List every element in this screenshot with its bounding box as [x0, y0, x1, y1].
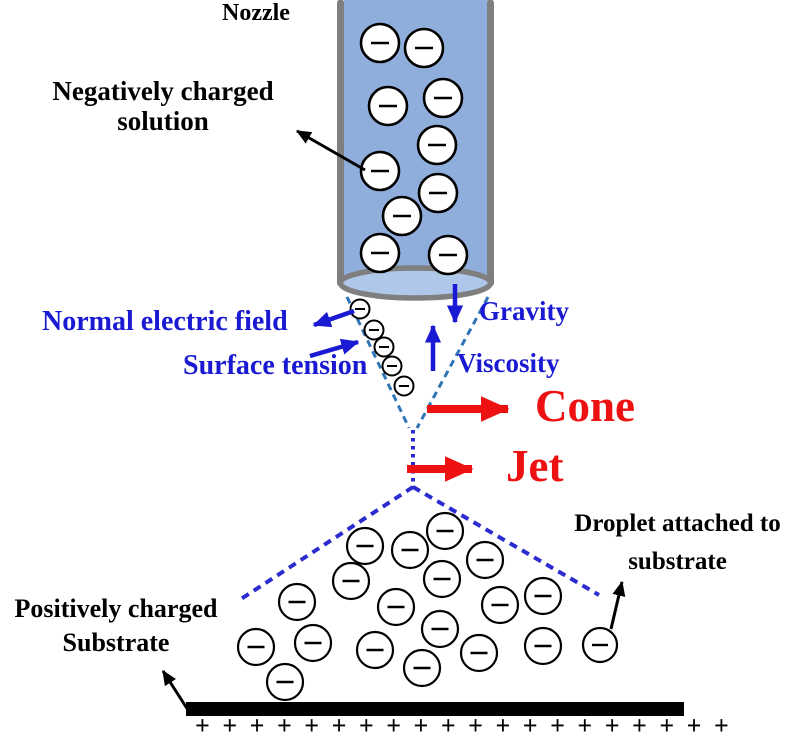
- droplet-callout-arrow: [609, 580, 626, 630]
- gravity-label: Gravity: [479, 296, 569, 326]
- pointer-arrows: [407, 396, 510, 482]
- surface-tension-label: Surface tension: [183, 350, 368, 381]
- spray-droplets: [236, 511, 563, 702]
- nozzle-outlet-rim: [337, 265, 494, 301]
- normal-electric-field-label: Normal electric field: [42, 306, 288, 337]
- normal-electric-field-arrow: [312, 308, 355, 328]
- viscosity-label: Viscosity: [457, 348, 560, 378]
- attached-droplet: [581, 626, 619, 664]
- solution-callout-arrow: [295, 129, 366, 172]
- substrate-bar: [186, 702, 684, 716]
- cone-label: Cone: [535, 381, 635, 431]
- substrate-callout-arrow: [161, 669, 190, 711]
- negatively-charged-solution-label: Negatively charged solution: [52, 76, 274, 136]
- surface-tension-arrow: [309, 338, 360, 359]
- nozzle-label: Nozzle: [222, 0, 290, 26]
- force-arrows: [309, 284, 464, 371]
- spray-plume-outline: [239, 485, 601, 601]
- positive-charge-row: + + + + + + + + + + + + + + + + + + + +: [195, 711, 730, 739]
- positively-charged-substrate-label: Positively charged Substrate: [14, 594, 218, 657]
- annotation-arrows: [161, 129, 626, 711]
- droplet-attached-label: Droplet attached to substrate: [574, 510, 781, 575]
- cone-surface-droplets: [349, 298, 415, 397]
- jet-label: Jet: [506, 441, 564, 491]
- charged-solution-droplets: [359, 22, 469, 276]
